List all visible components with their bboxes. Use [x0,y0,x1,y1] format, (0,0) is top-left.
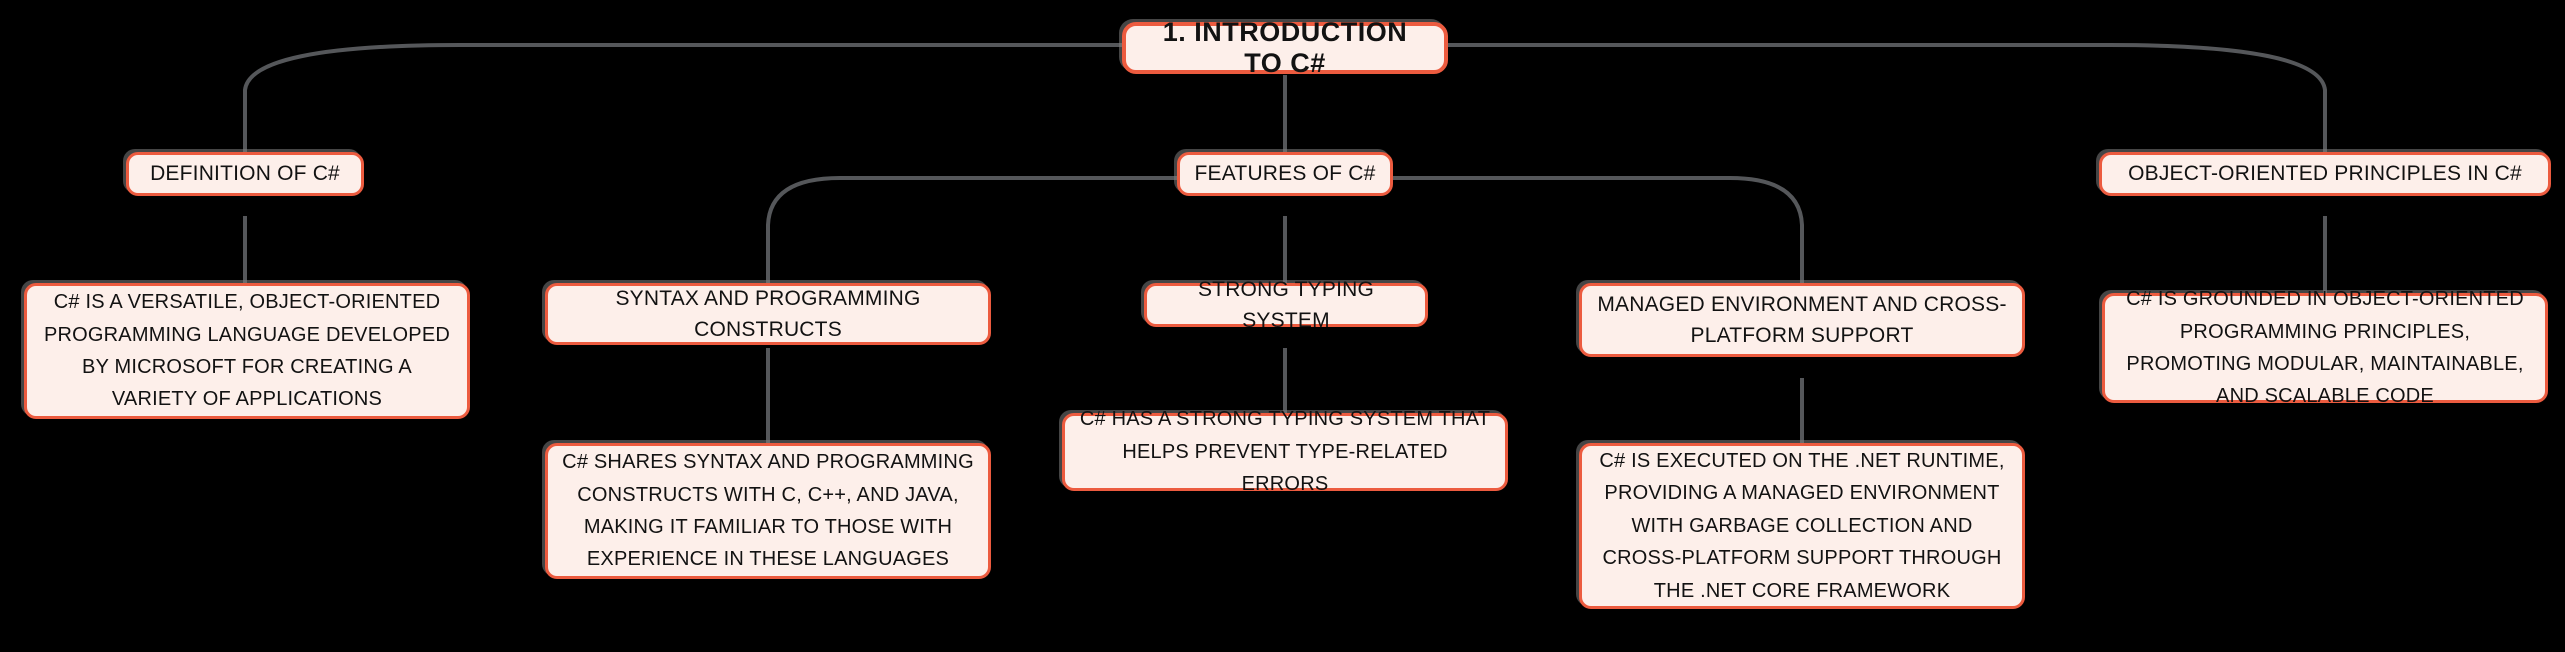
node-syntax-constructs[interactable]: SYNTAX AND PROGRAMMING CONSTRUCTS [545,283,991,345]
edge-root-oop [1448,43,2327,152]
node-typing-detail-label: C# HAS A STRONG TYPING SYSTEM THAT HELPS… [1079,408,1491,496]
edge-root-definition [243,43,1122,152]
node-features-of-csharp[interactable]: FEATURES OF C# [1177,152,1393,196]
node-definition-detail[interactable]: C# IS A VERSATILE, OBJECT-ORIENTED PROGR… [24,283,470,419]
node-typing-detail[interactable]: C# HAS A STRONG TYPING SYSTEM THAT HELPS… [1062,408,1508,495]
node-managed-environment[interactable]: MANAGED ENVIRONMENT AND CROSS-PLATFORM S… [1579,283,2025,357]
node-definition-detail-label: C# IS A VERSATILE, OBJECT-ORIENTED PROGR… [43,291,451,411]
node-managed-label: MANAGED ENVIRONMENT AND CROSS-PLATFORM S… [1597,292,2007,348]
edge-features-syntax-curve [766,176,1190,283]
node-oop-principles[interactable]: OBJECT-ORIENTED PRINCIPLES IN C# [2099,152,2551,196]
node-oop-detail-label: C# IS GROUNDED IN OBJECT-ORIENTED PROGRA… [2126,288,2524,408]
node-typing-label: STRONG TYPING SYSTEM [1197,277,1375,333]
node-managed-detail[interactable]: C# IS EXECUTED ON THE .NET RUNTIME, PROV… [1579,443,2025,609]
node-oop-label: OBJECT-ORIENTED PRINCIPLES IN C# [2128,162,2522,185]
node-oop-detail[interactable]: C# IS GROUNDED IN OBJECT-ORIENTED PROGRA… [2102,288,2548,407]
node-features-label: FEATURES OF C# [1194,162,1376,185]
edge-features-managed-curve [1380,176,1804,283]
node-root-label: 1. INTRODUCTION TO C# [1162,17,1408,78]
node-syntax-detail[interactable]: C# SHARES SYNTAX AND PROGRAMMING CONSTRU… [545,443,991,579]
node-definition-of-csharp[interactable]: DEFINITION OF C# [126,152,364,196]
node-syntax-detail-label: C# SHARES SYNTAX AND PROGRAMMING CONSTRU… [562,451,974,571]
node-strong-typing[interactable]: STRONG TYPING SYSTEM [1144,278,1428,332]
node-root[interactable]: 1. INTRODUCTION TO C# [1122,17,1448,78]
node-managed-detail-label: C# IS EXECUTED ON THE .NET RUNTIME, PROV… [1599,450,2005,602]
node-definition-label: DEFINITION OF C# [150,162,340,185]
node-syntax-label: SYNTAX AND PROGRAMMING CONSTRUCTS [615,286,921,342]
